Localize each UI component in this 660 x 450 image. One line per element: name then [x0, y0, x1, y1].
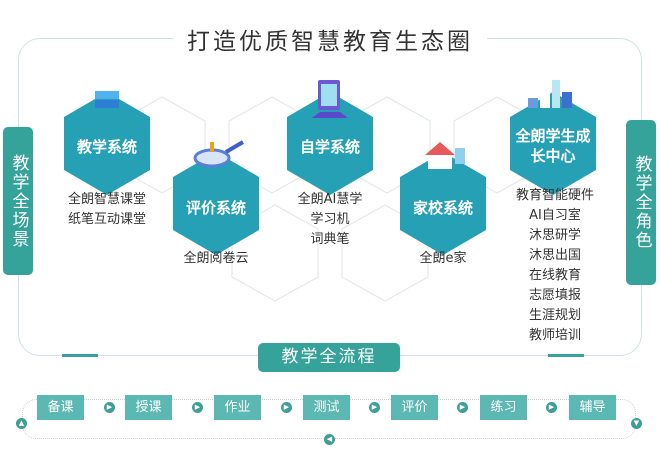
homeschool-items: 全朗e家	[419, 251, 467, 266]
teaching-icon	[95, 91, 119, 108]
step-teach: 授课	[125, 395, 172, 420]
left-label: 教学全场景	[3, 127, 33, 275]
magnifier-icon	[193, 140, 245, 168]
hex-label-evaluation: 评价系统	[185, 199, 246, 217]
hex-label-selfstudy: 自学系统	[299, 138, 360, 156]
arrow-down-icon: ▼	[631, 418, 642, 429]
hexagon-grid	[64, 80, 596, 302]
hex-label-growth: 全朗学生成长中心	[515, 127, 591, 165]
arrow-right-icon: ▶	[192, 402, 203, 413]
house-icon	[425, 142, 465, 169]
arrow-left-icon: ◀	[324, 434, 335, 445]
arrow-right-icon: ▶	[457, 402, 468, 413]
books-icon	[528, 80, 572, 108]
arrow-right-icon: ▶	[104, 402, 115, 413]
arrow-right-icon: ▶	[546, 402, 557, 413]
step-tutor: 辅导	[569, 395, 616, 420]
hex-evaluation	[173, 152, 259, 255]
step-practice: 练习	[480, 395, 527, 420]
hex-selfstudy	[287, 92, 373, 195]
frame-accent	[548, 354, 584, 357]
step-evaluate: 评价	[391, 395, 438, 420]
step-homework: 作业	[214, 395, 261, 420]
hex-label-homeschool: 家校系统	[412, 199, 473, 217]
arrow-right-icon: ▶	[281, 402, 292, 413]
step-prepare: 备课	[37, 395, 84, 420]
hex-teaching	[64, 92, 150, 195]
hex-growth	[510, 92, 596, 195]
frame-accent	[62, 354, 98, 357]
arrow-up-icon: ▲	[16, 418, 27, 429]
selfstudy-items: 全朗AI慧学学习机词典笔	[297, 192, 363, 247]
arrow-right-icon: ▶	[369, 402, 380, 413]
step-test: 测试	[303, 395, 350, 420]
right-label: 教学全角色	[626, 120, 656, 285]
flow-label: 教学全流程	[258, 343, 400, 372]
page-title: 打造优质智慧教育生态圈	[0, 22, 660, 56]
teaching-items: 全朗智慧课堂纸笔互动课堂	[67, 192, 146, 227]
evaluation-items: 全朗阅卷云	[183, 251, 249, 266]
hex-homeschool	[400, 152, 486, 255]
tablet-icon	[312, 80, 348, 118]
hex-label-teaching: 教学系统	[76, 138, 137, 156]
